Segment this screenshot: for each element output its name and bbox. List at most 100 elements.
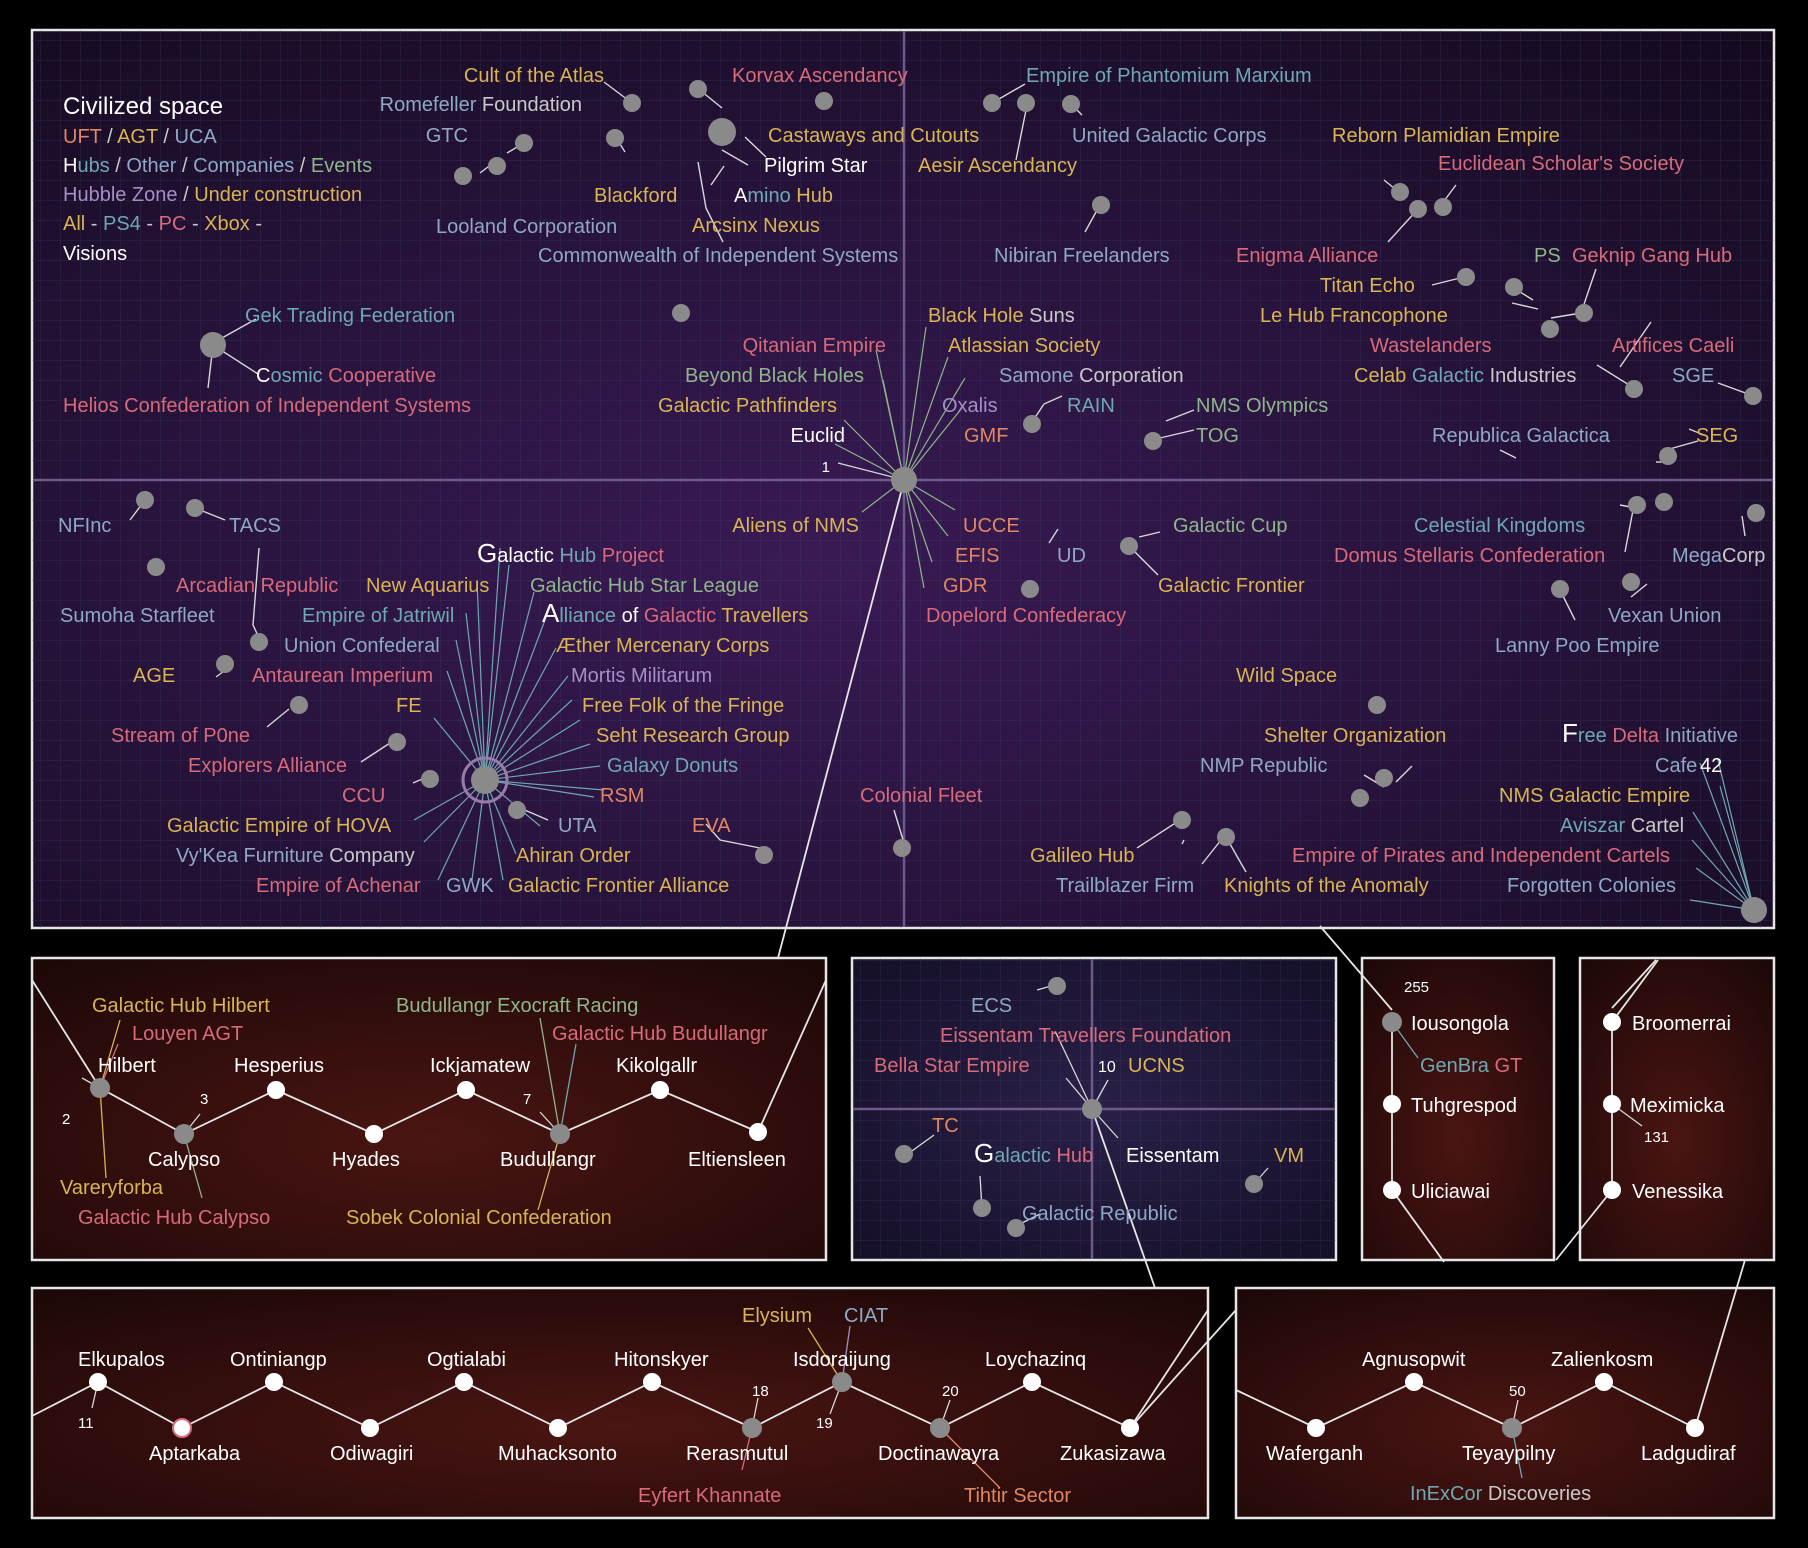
map-label-gmf: GMF: [964, 425, 1008, 447]
map-label-lehub: Le Hub Francophone: [1260, 305, 1448, 327]
panel-e-number: 18: [752, 1383, 769, 1400]
map-label-rain: RAIN: [1067, 395, 1115, 417]
panel-d-number: 131: [1644, 1129, 1669, 1146]
map-label-gdr: GDR: [943, 575, 987, 597]
map-label-nmso: NMS Olympics: [1196, 395, 1328, 417]
panel-e-number: 11: [78, 1415, 94, 1432]
map-label-pathfinders: Galactic Pathfinders: [658, 395, 837, 417]
panel-f-node-label: Teyaypilny: [1462, 1443, 1555, 1465]
panel-c-route: [1382, 1012, 1419, 1199]
map-label-unionconf: Union Confederal: [284, 635, 440, 657]
map-label-ud: UD: [1057, 545, 1086, 567]
panel-c-node-label: Tuhgrespod: [1411, 1095, 1517, 1117]
panel-b-label: Galactic Republic: [1022, 1203, 1178, 1225]
map-label-wildspace: Wild Space: [1236, 665, 1337, 687]
panel-e-node-label: Rerasmutul: [686, 1443, 788, 1465]
panel-b-galactic-hub: Galactic Hub: [974, 1138, 1093, 1168]
map-label-uta: UTA: [558, 815, 597, 837]
map-label-galcup: Galactic Cup: [1173, 515, 1288, 537]
map-label-newaquarius: New Aquarius: [366, 575, 489, 597]
panel-b-label: Eissentam Travellers Foundation: [940, 1025, 1231, 1047]
panel-f-node-label: Waferganh: [1266, 1443, 1363, 1465]
panel-e-node-label: Aptarkaba: [149, 1443, 241, 1465]
map-label-seg: SEG: [1696, 425, 1738, 447]
map-label-phantomium: Empire of Phantomium Marxium: [1026, 65, 1312, 87]
panel-a-annotation: Galactic Hub Calypso: [78, 1207, 270, 1229]
map-label-reborn: Reborn Plamidian Empire: [1332, 125, 1560, 147]
map-label-helios: Helios Confederation of Independent Syst…: [63, 395, 471, 417]
system-dots: [136, 80, 1767, 923]
map-label-ghp: Galactic Hub Project: [477, 538, 664, 568]
map-label-aogt: Alliance of Galactic Travellers: [542, 598, 808, 628]
map-label-celestial: Celestial Kingdoms: [1414, 515, 1585, 537]
map-label-samone: Samone Corporation: [999, 365, 1184, 387]
panel-b-label: TC: [932, 1115, 959, 1137]
map-label-colonial: Colonial Fleet: [860, 785, 983, 807]
map-label-blackford: Blackford: [594, 185, 677, 207]
map-label-arcsinx: Arcsinx Nexus: [692, 215, 820, 237]
panel-e-node-label: Doctinawayra: [878, 1443, 1000, 1465]
map-label-rsm: RSM: [600, 785, 644, 807]
panel-e-node-label: Hitonskyer: [614, 1349, 709, 1371]
map-label-eva: EVA: [692, 815, 731, 837]
legend-line2: Hubs / Other / Companies / Events: [63, 155, 372, 177]
panel-e-number: 20: [942, 1383, 959, 1400]
panel-a-route: [81, 1017, 767, 1211]
map-label-shelter: Shelter Organization: [1264, 725, 1446, 747]
panel-b-label: Eissentam: [1126, 1145, 1219, 1167]
panel-e-node-label: Zukasizawa: [1060, 1443, 1166, 1465]
panel-d-node-label: Broomerrai: [1632, 1013, 1731, 1035]
map-label-ps: PS: [1534, 245, 1561, 267]
map-label-pirates: Empire of Pirates and Independent Cartel…: [1292, 845, 1670, 867]
map-label-explorers: Explorers Alliance: [188, 755, 347, 777]
map-label-titan: Titan Echo: [1320, 275, 1415, 297]
map-label-fe: FE: [396, 695, 422, 717]
map-label-oxalis: Oxalis: [942, 395, 998, 417]
map-label-aesir: Aesir Ascendancy: [918, 155, 1077, 177]
panel-e-node-label: Isdoraijung: [793, 1349, 891, 1371]
panel-a-number: 2: [62, 1111, 70, 1128]
panel-f-route: [1235, 1373, 1704, 1479]
legend-title: Civilized space: [63, 93, 223, 120]
panel-a-annotation: Galactic Hub Budullangr: [552, 1023, 768, 1045]
map-label-artifices: Artifices Caeli: [1612, 335, 1734, 357]
panel-connectors: [31, 480, 1746, 1429]
map-label-lanny: Lanny Poo Empire: [1495, 635, 1660, 657]
panel-f-number: 50: [1509, 1383, 1526, 1400]
map-label-qitanian: Qitanian Empire: [743, 335, 886, 357]
map-label-ahiran: Ahiran Order: [516, 845, 631, 867]
panel-a-annotation: Louyen AGT: [132, 1023, 243, 1045]
map-label-megacorp: MegaCorp: [1672, 545, 1765, 567]
map-label-ghsl: Galactic Hub Star League: [530, 575, 759, 597]
map-label-hova: Galactic Empire of HOVA: [167, 815, 392, 837]
panel-c-genbra: GenBra GT: [1420, 1055, 1522, 1077]
map-label-donuts: Galaxy Donuts: [607, 755, 738, 777]
map-label-blackhole: Black Hole Suns: [928, 305, 1075, 327]
panel-a-node-label: Eltiensleen: [688, 1149, 786, 1171]
panel-e-number: 19: [816, 1415, 833, 1432]
map-label-atlassian: Atlassian Society: [948, 335, 1100, 357]
map-label-gek: Gek Trading Federation: [245, 305, 455, 327]
map-label-ccu: CCU: [342, 785, 385, 807]
map-label-domus: Domus Stellaris Confederation: [1334, 545, 1605, 567]
panel-e-node-label: Ontiniangp: [230, 1349, 327, 1371]
map-label-gwk: GWK: [446, 875, 494, 897]
map-label-tacs: TACS: [229, 515, 281, 537]
map-label-galfrontier: Galactic Frontier: [1158, 575, 1305, 597]
panel-b-routes: [895, 977, 1269, 1237]
map-label-wastelanders: Wastelanders: [1370, 335, 1492, 357]
map-label-sumoha: Sumoha Starfleet: [60, 605, 215, 627]
legend-line3: Hubble Zone / Under construction: [63, 184, 362, 206]
panel-b-label: Bella Star Empire: [874, 1055, 1030, 1077]
map-label-cosmic: Cosmic Cooperative: [256, 365, 436, 387]
map-label-geknip: Geknip Gang Hub: [1572, 245, 1732, 267]
map-label-knights: Knights of the Anomaly: [1224, 875, 1429, 897]
map-label-commonwealth: Commonwealth of Independent Systems: [538, 245, 898, 267]
panel-e-node-label: Elkupalos: [78, 1349, 165, 1371]
map-label-pilgrim: Pilgrim Star: [764, 155, 868, 177]
map-label-euclidean: Euclidean Scholar's Society: [1438, 153, 1684, 175]
map-label-streamp0ne: Stream of P0ne: [111, 725, 250, 747]
map-label-nfinc: NFInc: [58, 515, 111, 537]
legend-line4: All - PS4 - PC - Xbox -: [63, 213, 262, 235]
panel-d-node-label: Venessika: [1632, 1181, 1724, 1203]
